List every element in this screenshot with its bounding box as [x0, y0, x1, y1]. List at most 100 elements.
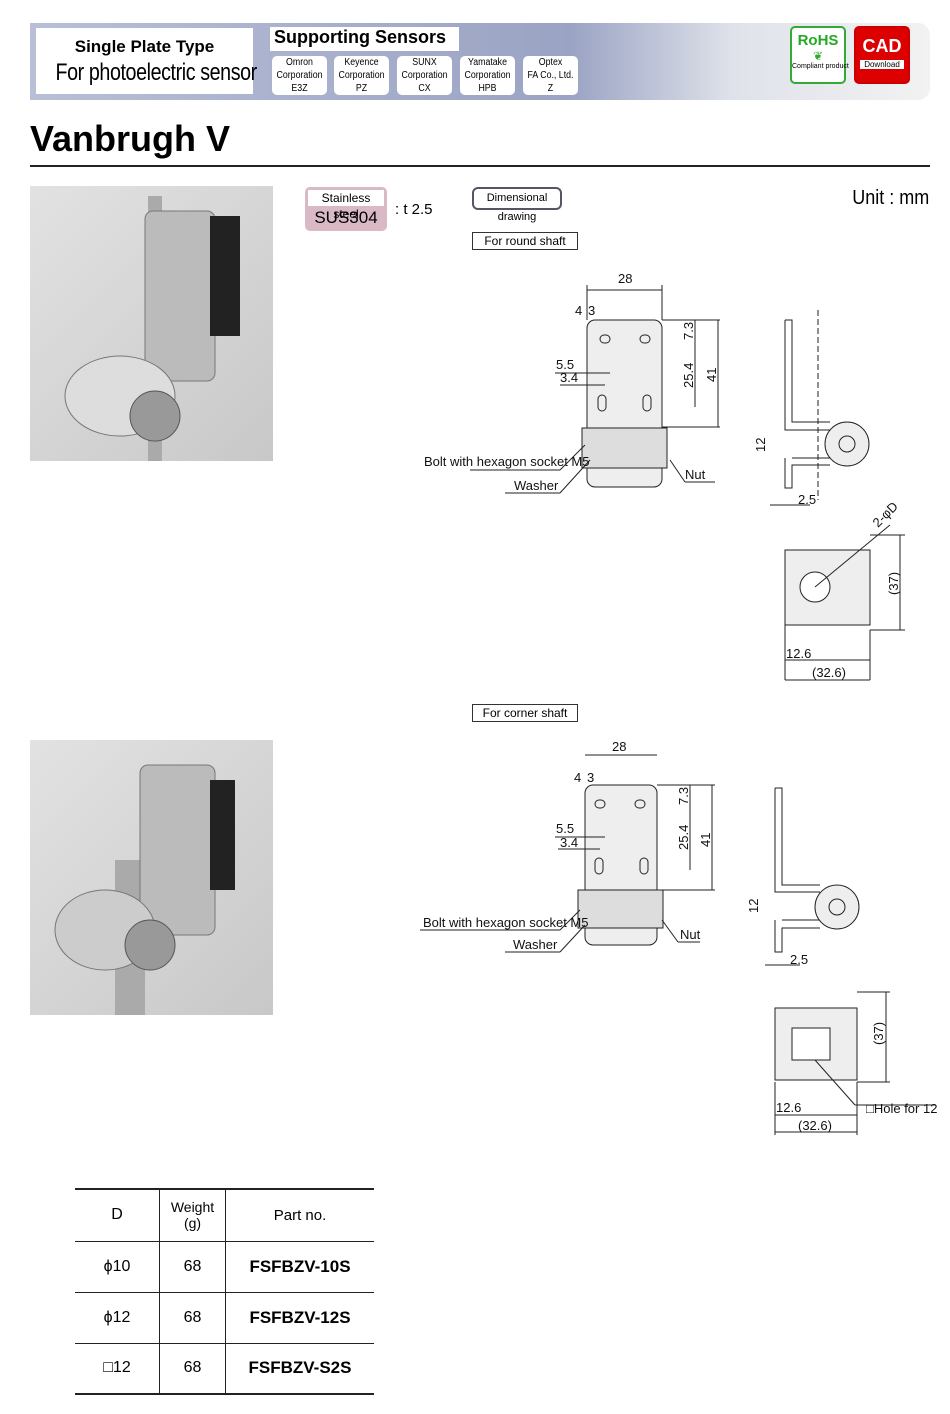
dim-25-4: 25.4 [676, 825, 691, 850]
bolt-label: Bolt with hexagon socket M5 [424, 454, 589, 469]
sensor-maker: Omron [286, 57, 313, 68]
dim-37: (37) [886, 572, 901, 595]
nut-label: Nut [685, 467, 706, 482]
cell-d: □12 [75, 1343, 160, 1395]
sensor-maker: SUNX [412, 57, 437, 68]
cell-weight: 68 [159, 1241, 226, 1293]
sensor-maker: Yamatake [468, 57, 507, 68]
supporting-sensors-title: Supporting Sensors [270, 27, 459, 51]
dim-4: 4 [574, 770, 581, 785]
product-photo-round [30, 186, 273, 461]
type-subtitle: For photoelectric sensor [55, 59, 258, 86]
cad-download-button[interactable]: CAD Download [854, 26, 910, 84]
dim-3-4: 3.4 [560, 370, 578, 385]
dim-28: 28 [612, 739, 626, 754]
side-view [784, 319, 830, 489]
dim-12-6: 12.6 [786, 646, 811, 661]
dim-2-phiD: 2-φD [870, 499, 901, 530]
rohs-badge: RoHS ❦ Compliant product [790, 26, 849, 84]
round-shaft-label: For round shaft [472, 232, 578, 250]
cell-part-no: FSFBZV-12S [225, 1292, 374, 1344]
sensor-maker: Corporation [464, 70, 511, 81]
material-badge: Stainless steel SUS304 [305, 187, 387, 231]
dimensional-drawing-label: Dimensional drawing [472, 187, 562, 223]
side-view [774, 787, 820, 953]
sensor-model: E3Z [291, 83, 308, 94]
sensor-optex: Optex FA Co., Ltd. Z [523, 56, 578, 95]
sensor-maker: FA Co., Ltd. [527, 70, 574, 81]
header-d: D [75, 1188, 160, 1242]
sensor-maker: Optex [538, 57, 563, 68]
material-grade: SUS304 [314, 208, 378, 227]
dim-2-5: 2.5 [798, 492, 816, 507]
dim-41: 41 [704, 368, 719, 382]
washer-label: Washer [514, 478, 559, 493]
unit-label: Unit : mm [852, 187, 930, 209]
dim-7-3: 7.3 [681, 322, 696, 340]
cell-part-no: FSFBZV-10S [225, 1241, 374, 1293]
dim-2-5: 2.5 [790, 952, 808, 967]
dim-32-6: (32.6) [812, 665, 846, 680]
sensor-model: CX [418, 83, 431, 94]
dim-12: 12 [753, 438, 768, 452]
dim-5-5: 5.5 [556, 357, 574, 372]
dim-25-4: 25.4 [681, 363, 696, 388]
product-photo-corner [30, 740, 273, 1015]
cell-weight: 68 [159, 1343, 226, 1395]
header-part-no: Part no. [225, 1188, 374, 1242]
round-shaft-bracket-image [64, 196, 240, 461]
nut-label: Nut [680, 927, 701, 942]
hole-label: □Hole for 12 [866, 1101, 937, 1116]
sensor-maker: Corporation [401, 70, 448, 81]
hinge-block [581, 427, 668, 469]
dim-4: 4 [575, 303, 582, 318]
cell-d: ϕ12 [75, 1292, 160, 1344]
cell-weight: 68 [159, 1292, 226, 1344]
dim-37: (37) [871, 1022, 886, 1045]
dim-41: 41 [698, 833, 713, 847]
dim-3-4: 3.4 [560, 835, 578, 850]
sensor-maker: Corporation [338, 70, 385, 81]
leaf-icon: ❦ [812, 49, 824, 63]
corner-shaft-label: For corner shaft [472, 704, 578, 722]
hinge-block [577, 889, 664, 929]
cad-label: CAD [862, 36, 902, 56]
dim-12: 12 [746, 899, 761, 913]
rohs-sub: Compliant product [792, 63, 849, 70]
corner-shaft-drawing: 28 4 3 5.5 3.4 7.3 25.4 41 12 2.5 (37) 1… [420, 739, 937, 1135]
material-type: Stainless steel [308, 190, 384, 221]
cell-d: ϕ10 [75, 1241, 160, 1293]
title-divider [30, 165, 930, 167]
sensor-model: HPB [478, 83, 497, 94]
rohs-label: RoHS [797, 32, 839, 49]
sensor-model: PZ [355, 83, 368, 94]
dim-7-3: 7.3 [676, 787, 691, 805]
sensor-maker: Corporation [276, 70, 323, 81]
washer-label: Washer [513, 937, 558, 952]
dim-3: 3 [587, 770, 594, 785]
header-weight: Weight (g) [159, 1188, 226, 1242]
type-box: Single Plate Type For photoelectric sens… [36, 28, 258, 94]
dim-32-6: (32.6) [798, 1118, 832, 1133]
round-shaft-drawing: 28 4 3 5.5 3.4 7.3 25.4 41 12 2.5 2-φD (… [424, 271, 905, 681]
sensor-model: Z [547, 83, 554, 94]
dim-28: 28 [618, 271, 632, 286]
dim-5-5: 5.5 [556, 821, 574, 836]
bolt-label: Bolt with hexagon socket M5 [423, 915, 588, 930]
dim-12-6: 12.6 [776, 1100, 801, 1115]
type-title: Single Plate Type [74, 37, 215, 56]
corner-shaft-bracket-image [54, 764, 235, 1015]
material-thickness: : t 2.5 [395, 201, 433, 218]
dim-3: 3 [588, 303, 595, 318]
cell-part-no: FSFBZV-S2S [225, 1343, 374, 1395]
sensor-maker: Keyence [344, 57, 379, 68]
